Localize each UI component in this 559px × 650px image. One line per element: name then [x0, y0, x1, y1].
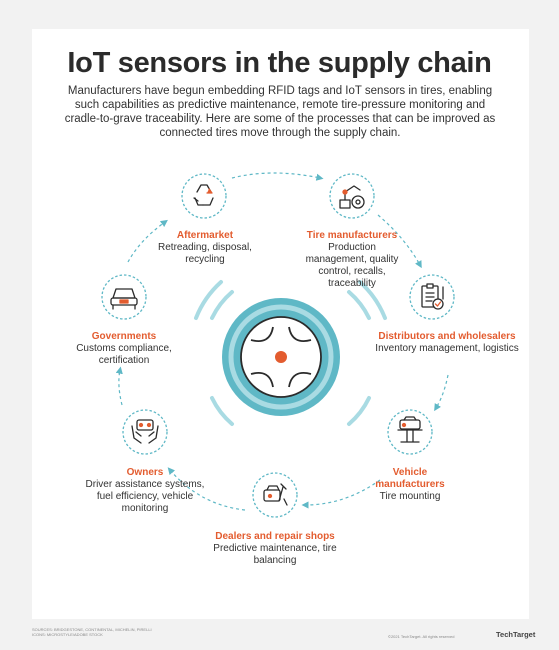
arrow-dealers-to-owners: [167, 467, 246, 511]
wrench-tools-icon: [263, 483, 288, 506]
owners-title: Owners: [126, 467, 164, 478]
aftermarket-desc: Retreading, disposal, recycling: [158, 242, 252, 265]
footer-copyright: ©2021 TechTarget. All rights reserved: [388, 634, 455, 639]
vehicle-manufacturers-icon-circle: [387, 409, 433, 455]
aftermarket-icon-circle: [181, 173, 227, 219]
arrow-distributors-to-vehicle: [434, 374, 449, 412]
vehicle-manufacturers-desc: Tire mounting: [379, 491, 441, 502]
owners-icon-circle: [122, 409, 168, 455]
arrow-governments-to-aftermarket: [127, 219, 168, 263]
dealers-icon-circle: [252, 472, 298, 518]
arrow-tire-to-distributors: [377, 214, 422, 269]
tire-manufacturers-desc: Production management, quality control, …: [305, 242, 399, 289]
clipboard-icon: [421, 283, 444, 310]
dealers-title: Dealers and repair shops: [215, 531, 335, 542]
distributors-title: Distributors and wholesalers: [378, 331, 516, 342]
governments-desc: Customs compliance, certification: [76, 343, 172, 366]
tire-hub-icon: [222, 298, 340, 416]
distributors-desc: Inventory management, logistics: [375, 343, 519, 354]
recycle-icon: [193, 184, 214, 206]
intro-paragraph: Manufacturers have begun embedding RFID …: [64, 85, 496, 139]
arrow-owners-to-governments: [115, 366, 123, 406]
hands-car-icon: [131, 419, 159, 444]
governments-icon-circle: [101, 274, 147, 320]
arrow-vehicle-to-dealers: [301, 479, 381, 509]
footer-sources: Sources: Bridgestone, Continental, Miche…: [32, 627, 152, 637]
brand-logo: TechTarget: [496, 630, 536, 639]
robot-arm-icon: [339, 185, 365, 209]
tire-manufacturers-icon-circle: [329, 173, 375, 219]
signal-waves: [194, 280, 387, 426]
tire-manufacturers-title: Tire manufacturers: [306, 230, 398, 241]
owners-desc: Driver assistance systems, fuel efficien…: [85, 479, 205, 514]
arrow-aftermarket-to-tire: [231, 172, 324, 181]
cycle-arrows: [115, 172, 449, 511]
car-front-icon: [110, 288, 138, 310]
page-title: IoT sensors in the supply chain: [67, 47, 492, 79]
vehicle-manufacturers-title: Vehicle manufacturers: [375, 467, 445, 490]
car-lift-icon: [397, 416, 423, 443]
governments-title: Governments: [91, 331, 157, 342]
dealers-desc: Predictive maintenance, tire balancing: [213, 543, 337, 566]
aftermarket-title: Aftermarket: [176, 230, 234, 241]
